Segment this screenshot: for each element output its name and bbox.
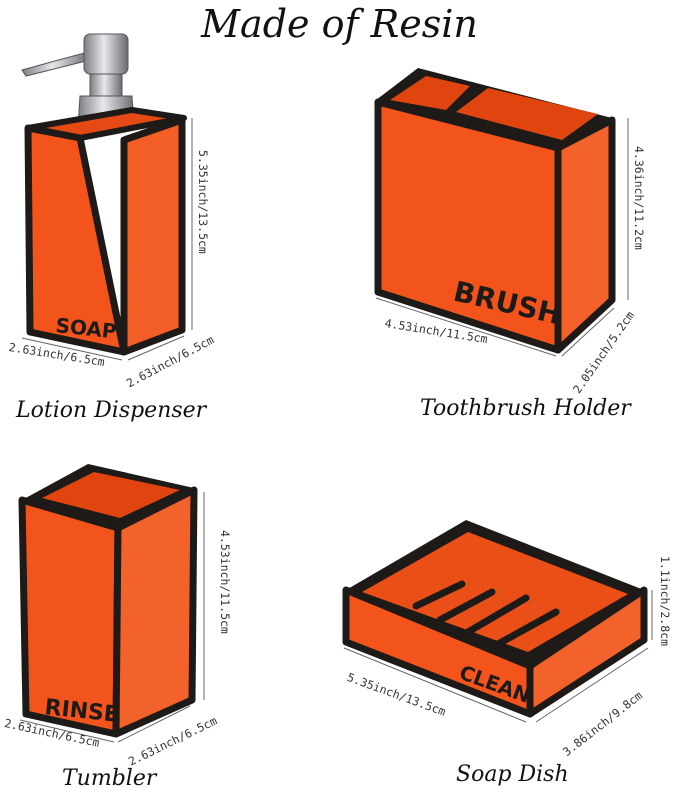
tumbler-image: RINSE [18,464,198,738]
toothbrush-holder-image: BRUSH [374,68,616,354]
page-title: Made of Resin [201,2,478,46]
brush-height-label: 4.36inch/11.2cm [632,146,646,250]
dimension-lines [19,118,653,743]
lotion-dispenser-image: SOAP [21,33,187,356]
lotion-dispenser-caption: Lotion Dispenser [16,398,207,423]
tumbler-height-label: 4.53inch/11.5cm [218,530,232,634]
dish-height-label: 1.1inch/2.8cm [658,556,672,647]
tumbler-caption: Tumbler [62,766,157,791]
lotion-height-label: 5.35inch/13.5cm [196,150,210,254]
soap-dish-caption: Soap Dish [456,762,569,787]
toothbrush-holder-caption: Toothbrush Holder [420,396,631,421]
soap-dish-image: CLEAN [342,520,648,718]
